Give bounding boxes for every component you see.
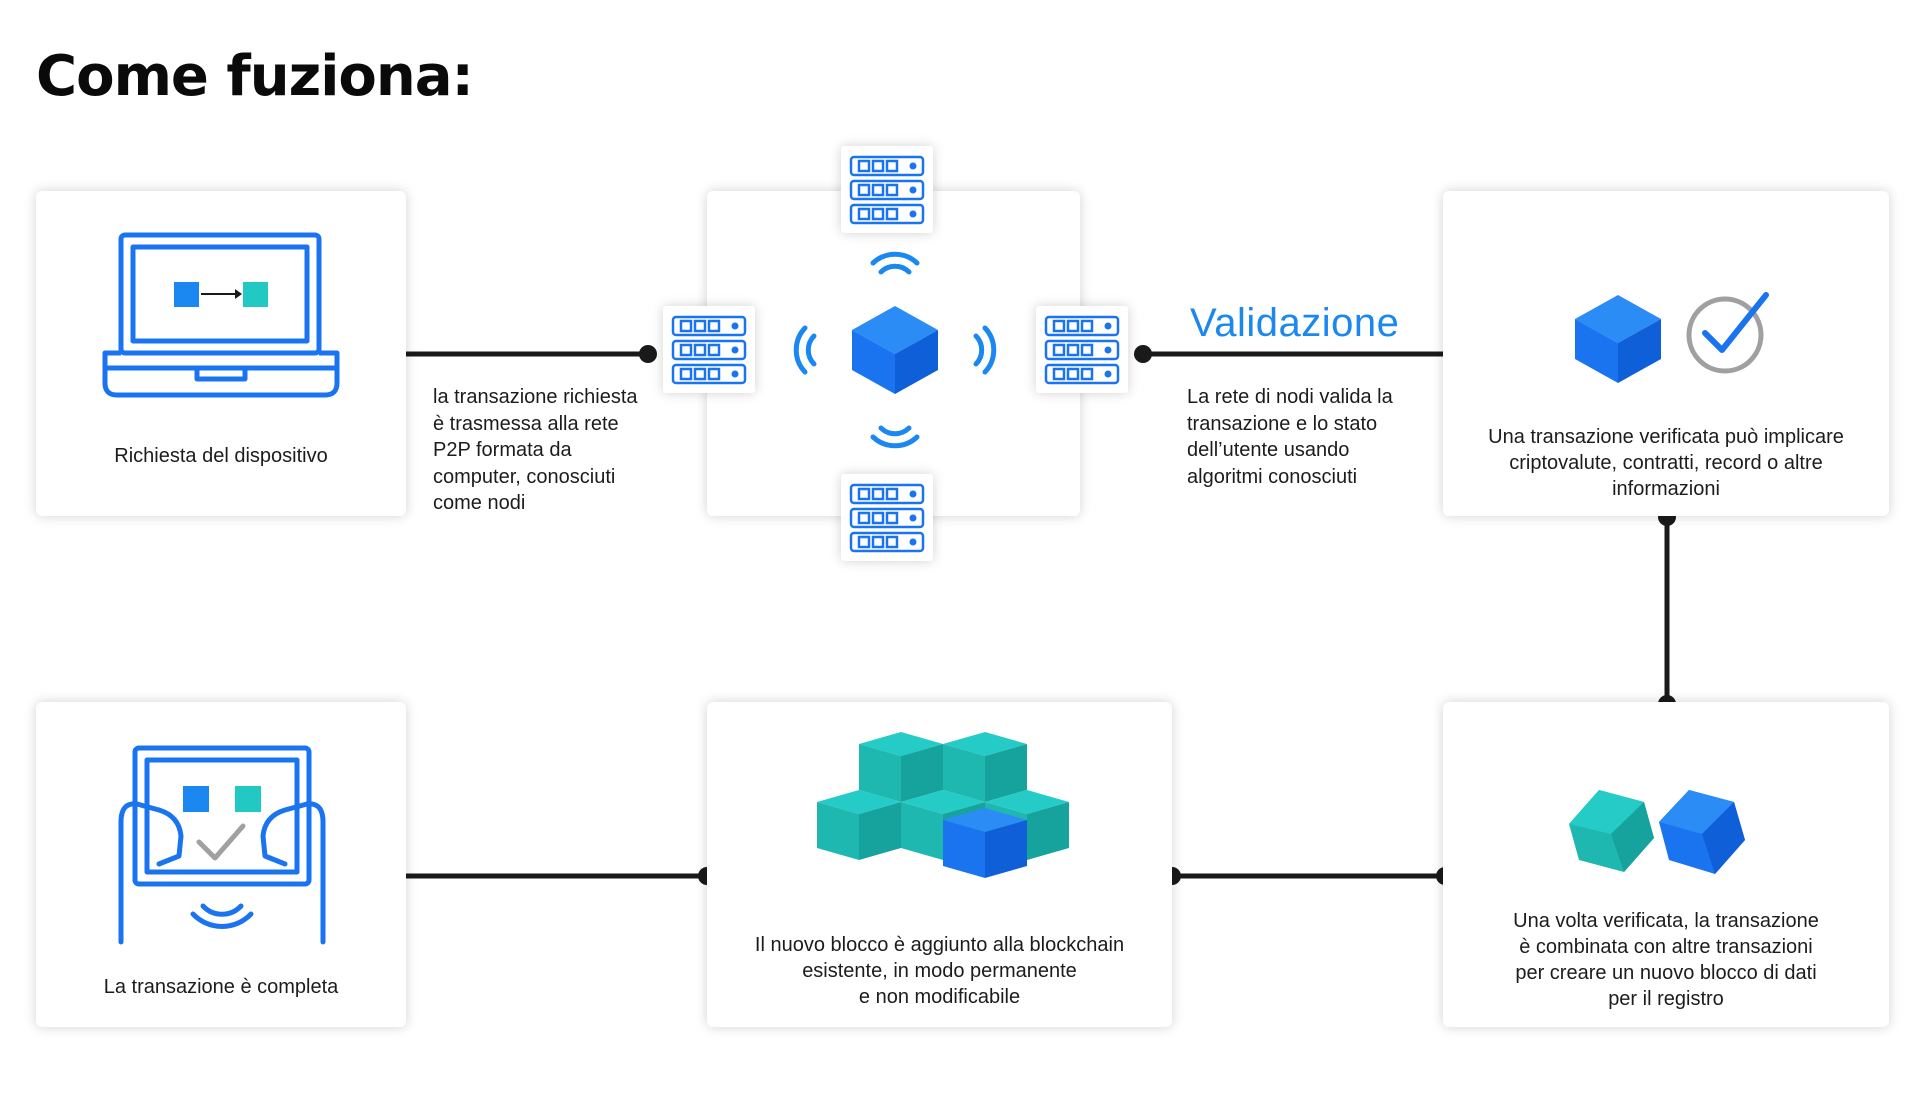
new-blue-block-icon xyxy=(943,808,1027,878)
server-node-right xyxy=(1036,306,1128,393)
cube-check-icon xyxy=(1575,292,1769,383)
card-device-request: Richiesta del dispositivo xyxy=(36,191,406,516)
node-network-icon xyxy=(793,251,997,449)
card-transaction-complete: La transazione è completa xyxy=(36,702,406,1027)
two-cubes-icon xyxy=(1569,790,1745,874)
laptop-transfer-icon xyxy=(102,232,340,398)
caption-new-block: Il nuovo blocco è aggiunto alla blockcha… xyxy=(754,934,1125,1008)
caption-verified-transaction: Una transazione verificata può implicare… xyxy=(1488,426,1844,500)
caption-combined-block: Una volta verificata, la transazione è c… xyxy=(1513,910,1819,1010)
page-title: Come fuziona: xyxy=(36,44,474,109)
server-node-left xyxy=(663,306,755,393)
server-rack-icon xyxy=(849,155,925,225)
server-rack-icon xyxy=(671,315,747,385)
central-cube-icon xyxy=(852,306,938,394)
text-validation: La rete di nodi valida la transazione e … xyxy=(1187,386,1393,488)
card-combined-block: Una volta verificata, la transazione è c… xyxy=(1443,702,1889,1027)
caption-device-request: Richiesta del dispositivo xyxy=(114,445,328,467)
text-broadcast-network: la transazione richiesta è trasmessa all… xyxy=(433,386,638,514)
caption-transaction-complete: La transazione è completa xyxy=(103,976,339,998)
validation-label: Validazione xyxy=(1190,301,1400,345)
block-stack-icon xyxy=(817,732,1069,878)
signal-waves-icon xyxy=(793,251,997,449)
card-verified-transaction: Una transazione verificata può implicare… xyxy=(1443,191,1889,516)
card-new-block: Il nuovo blocco è aggiunto alla blockcha… xyxy=(707,702,1172,1027)
tablet-complete-icon xyxy=(118,745,326,945)
server-rack-icon xyxy=(1044,315,1120,385)
server-rack-icon xyxy=(849,483,925,553)
server-node-top xyxy=(841,146,933,233)
server-node-bottom xyxy=(841,474,933,561)
